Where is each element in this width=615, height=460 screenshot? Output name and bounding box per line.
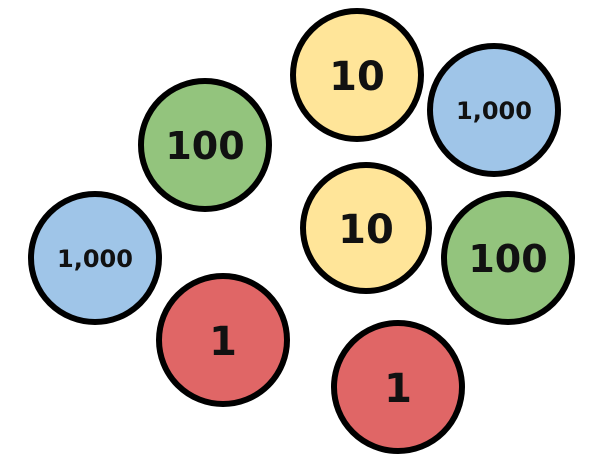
disk-one-left: 1: [156, 273, 290, 407]
disk-label: 100: [165, 124, 244, 168]
disk-thousand-left: 1,000: [28, 191, 162, 325]
disk-label: 100: [468, 237, 547, 281]
disk-circle: [331, 320, 465, 454]
disk-label: 1: [209, 319, 237, 365]
disk-circle: [138, 78, 272, 212]
disk-circle: [290, 8, 424, 142]
disk-label: 1,000: [456, 97, 532, 125]
disk-label: 10: [329, 54, 385, 100]
disk-one-bottom: 1: [331, 320, 465, 454]
disk-ten-middle: 10: [300, 162, 432, 294]
disk-circle: [427, 43, 561, 177]
disk-label: 10: [338, 207, 394, 253]
disk-circle: [441, 191, 575, 325]
disk-label: 1,000: [57, 245, 133, 273]
disk-circle: [156, 273, 290, 407]
disk-circle: [300, 162, 432, 294]
disk-thousand-top-right: 1,000: [427, 43, 561, 177]
disk-label: 1: [384, 366, 412, 412]
disk-hundred-left: 100: [138, 78, 272, 212]
disk-circle: [28, 191, 162, 325]
disk-ten-top: 10: [290, 8, 424, 142]
disk-hundred-right: 100: [441, 191, 575, 325]
